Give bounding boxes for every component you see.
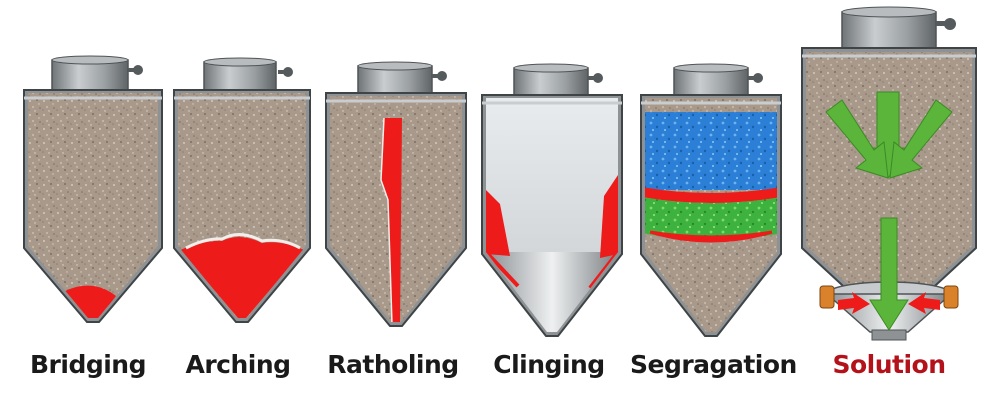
left-flow-arrow — [825, 99, 889, 179]
silo-bridging-illustration — [23, 55, 163, 323]
caption-arching: Arching — [185, 350, 291, 379]
caption-clinging: Clinging — [493, 350, 605, 379]
clinging-right-buildup — [600, 175, 618, 258]
vibration-arrows — [838, 292, 940, 314]
silo-arching-illustration — [173, 57, 311, 323]
segregation-separation-top — [645, 186, 777, 203]
right-vibrator-motor — [943, 285, 959, 309]
segregation-separation-bottom — [649, 230, 773, 243]
caption-ratholing: Ratholing — [327, 350, 459, 379]
arching-blockage — [180, 236, 304, 318]
discharge-flow-arrow — [869, 217, 909, 331]
silo-segregation-illustration — [640, 63, 782, 337]
bridging-blockage — [60, 285, 116, 318]
silo-clinging-illustration — [481, 63, 623, 337]
caption-segragation: Segragation — [630, 350, 797, 379]
silo-solution-vibrator-illustration — [801, 6, 977, 341]
segregation-medium-layer — [645, 196, 777, 240]
clinging-left-buildup — [486, 190, 510, 256]
caption-solution: Solution — [832, 350, 946, 379]
rathole-channel — [381, 118, 402, 322]
flow-arrows — [825, 91, 953, 331]
silo-ratholing-illustration — [325, 61, 467, 327]
left-vibration-arrow — [838, 292, 870, 314]
right-vibration-arrow — [908, 292, 940, 314]
segregation-fine-layer — [645, 112, 777, 190]
caption-bridging: Bridging — [29, 350, 147, 379]
left-vibrator-motor — [819, 285, 835, 309]
right-flow-arrow — [889, 99, 953, 179]
